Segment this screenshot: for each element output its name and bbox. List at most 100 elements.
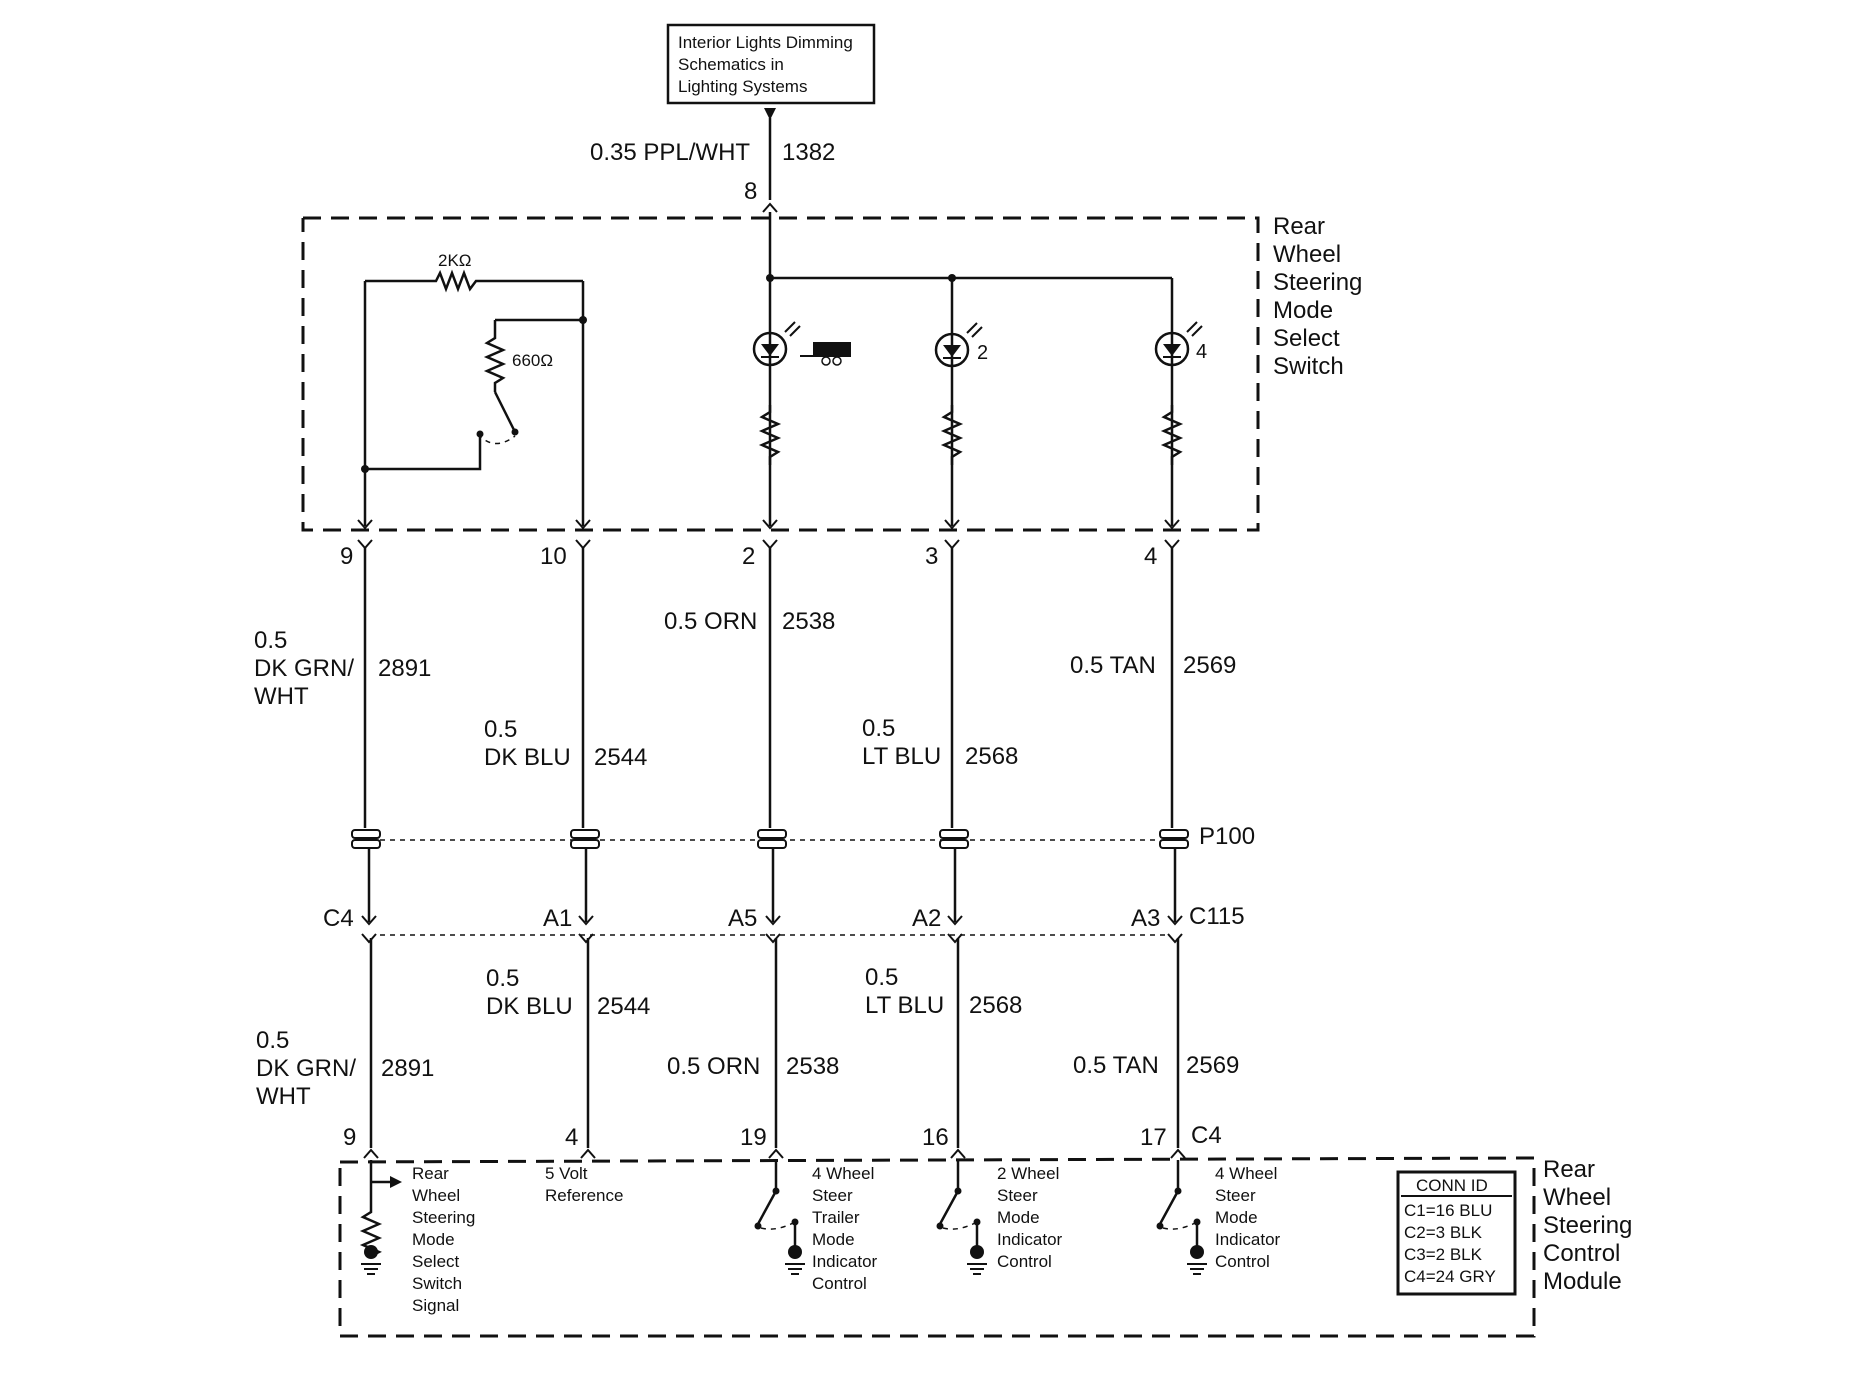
lower-wire-2544-color: DK BLU	[486, 993, 573, 1020]
ref-arrow-icon	[764, 108, 776, 120]
pin-8: 8	[744, 178, 757, 205]
lower-wire-2568-color: LT BLU	[865, 992, 944, 1019]
input-1-line-5: Select	[412, 1252, 460, 1271]
module-component: Rear Wheel Steering Control Module	[338, 1156, 1632, 1338]
switch-pins: 9 10 2 3 4	[340, 519, 1180, 570]
input-3-line-5: Indicator	[812, 1252, 878, 1271]
lower-wire-2568-circuit: 2568	[969, 992, 1022, 1019]
resistor-2k-label: 2KΩ	[438, 251, 472, 270]
switch-title-3: Steering	[1273, 269, 1362, 296]
input-1-line-1: Rear	[412, 1164, 449, 1183]
conn-id-row-4: C4=24 GRY	[1404, 1267, 1496, 1286]
switch-title-4: Mode	[1273, 297, 1333, 324]
input-4-line-2: Steer	[997, 1186, 1038, 1205]
ref-line-1: Interior Lights Dimming	[678, 33, 853, 52]
conn-id-table: CONN ID C1=16 BLU C2=3 BLK C3=2 BLK C4=2…	[1396, 1170, 1517, 1296]
wire-2538-label: 0.5 ORN	[664, 608, 757, 635]
resistor-icon	[940, 405, 964, 465]
c115-pin-a5: A5	[728, 905, 757, 932]
input-4-line-4: Indicator	[997, 1230, 1063, 1249]
switch-pin-4: 4	[1144, 543, 1157, 570]
switch-title-2: Wheel	[1273, 241, 1341, 268]
wire-2544-circuit: 2544	[594, 744, 647, 771]
conn-id-row-2: C2=3 BLK	[1404, 1223, 1483, 1242]
led-4wd-icon	[1154, 321, 1203, 367]
connector-chevron-icon	[762, 202, 778, 213]
module-input-5: 4 Wheel Steer Mode Indicator Control	[1156, 1160, 1281, 1275]
trailer-icon	[800, 342, 851, 366]
module-title-5: Module	[1543, 1268, 1622, 1295]
resistor-660-label: 660Ω	[512, 351, 553, 370]
input-4-line-3: Mode	[997, 1208, 1040, 1227]
input-5-line-4: Indicator	[1215, 1230, 1281, 1249]
wire-2544-gauge: 0.5	[484, 716, 517, 743]
input-1-line-4: Mode	[412, 1230, 455, 1249]
resistor-icon	[1160, 405, 1184, 465]
module-title-1: Rear	[1543, 1156, 1595, 1183]
lower-wire-2544-circuit: 2544	[597, 993, 650, 1020]
wire-2568-color: LT BLU	[862, 743, 941, 770]
input-2-line-1: 5 Volt	[545, 1164, 588, 1183]
led-branches: 2 4	[752, 212, 1207, 526]
switch-pin-10: 10	[540, 543, 567, 570]
module-pin-19: 19	[740, 1124, 767, 1151]
splice-label: P100	[1199, 823, 1255, 850]
module-title-2: Wheel	[1543, 1184, 1611, 1211]
connector-c115: C4 A1 A5 A2 A3 C115	[323, 903, 1245, 944]
resistor-660-icon	[483, 320, 507, 392]
module-input-4: 2 Wheel Steer Mode Indicator Control	[936, 1160, 1063, 1275]
wire-2569-circuit: 2569	[1183, 652, 1236, 679]
input-1-line-3: Steering	[412, 1208, 475, 1227]
c115-pin-a2: A2	[912, 905, 941, 932]
lower-wire-2568-gauge: 0.5	[865, 964, 898, 991]
ground-icon	[967, 1263, 987, 1275]
wire-1382: 0.35 PPL/WHT 1382 8	[590, 118, 835, 213]
switch-contact-icon	[477, 433, 516, 445]
switch-component: Rear Wheel Steering Mode Select Switch	[301, 213, 1362, 532]
input-3-line-3: Trailer	[812, 1208, 860, 1227]
ground-icon	[361, 1263, 381, 1275]
ground-icon	[1187, 1263, 1207, 1275]
module-input-1: Rear Wheel Steering Mode Select Switch S…	[359, 1160, 475, 1315]
module-pins: 9 4 19 16 17 C4	[343, 1122, 1222, 1159]
wiper-arrow-icon	[390, 1176, 402, 1188]
wire-2891-color2: WHT	[254, 683, 309, 710]
input-4-line-5: Control	[997, 1252, 1052, 1271]
module-input-2: 5 Volt Reference	[545, 1164, 623, 1205]
wire-2544-color: DK BLU	[484, 744, 571, 771]
input-1-line-2: Wheel	[412, 1186, 460, 1205]
main-wires	[363, 548, 1180, 1148]
conn-id-row-3: C3=2 BLK	[1404, 1245, 1483, 1264]
conn-id-row-1: C1=16 BLU	[1404, 1201, 1492, 1220]
module-title-4: Control	[1543, 1240, 1620, 1267]
input-1-line-6: Switch	[412, 1274, 462, 1293]
splice-pack-icon	[351, 829, 1189, 849]
ref-line-3: Lighting Systems	[678, 77, 807, 96]
wire-2568-gauge: 0.5	[862, 715, 895, 742]
led-trailer-icon	[752, 321, 801, 367]
switch-pin-3: 3	[925, 543, 938, 570]
lower-wire-2544-gauge: 0.5	[486, 965, 519, 992]
module-pin-connector: C4	[1191, 1122, 1222, 1149]
upper-wire-labels: 0.5 DK GRN/ WHT 2891 0.5 DK BLU 2544 0.5…	[254, 608, 1236, 771]
module-pin-16: 16	[922, 1124, 949, 1151]
module-pin-9: 9	[343, 1124, 356, 1151]
switch-title-5: Select	[1273, 325, 1340, 352]
input-5-line-2: Steer	[1215, 1186, 1256, 1205]
ground-icon	[785, 1263, 805, 1275]
input-3-line-1: 4 Wheel	[812, 1164, 874, 1183]
input-3-line-2: Steer	[812, 1186, 853, 1205]
c115-pin-a1: A1	[543, 905, 572, 932]
conn-id-header: CONN ID	[1416, 1176, 1488, 1195]
input-5-line-5: Control	[1215, 1252, 1270, 1271]
resistor-2k-icon	[365, 269, 583, 293]
wire-2569-label: 0.5 TAN	[1070, 652, 1156, 679]
c115-pin-c4: C4	[323, 905, 354, 932]
input-5-line-1: 4 Wheel	[1215, 1164, 1277, 1183]
lower-wire-2538-label: 0.5 ORN	[667, 1053, 760, 1080]
wire-2891-gauge: 0.5	[254, 627, 287, 654]
module-input-3: 4 Wheel Steer Trailer Mode Indicator Con…	[754, 1160, 878, 1293]
module-pin-17: 17	[1140, 1124, 1167, 1151]
led-4wd-label: 4	[1196, 341, 1207, 363]
